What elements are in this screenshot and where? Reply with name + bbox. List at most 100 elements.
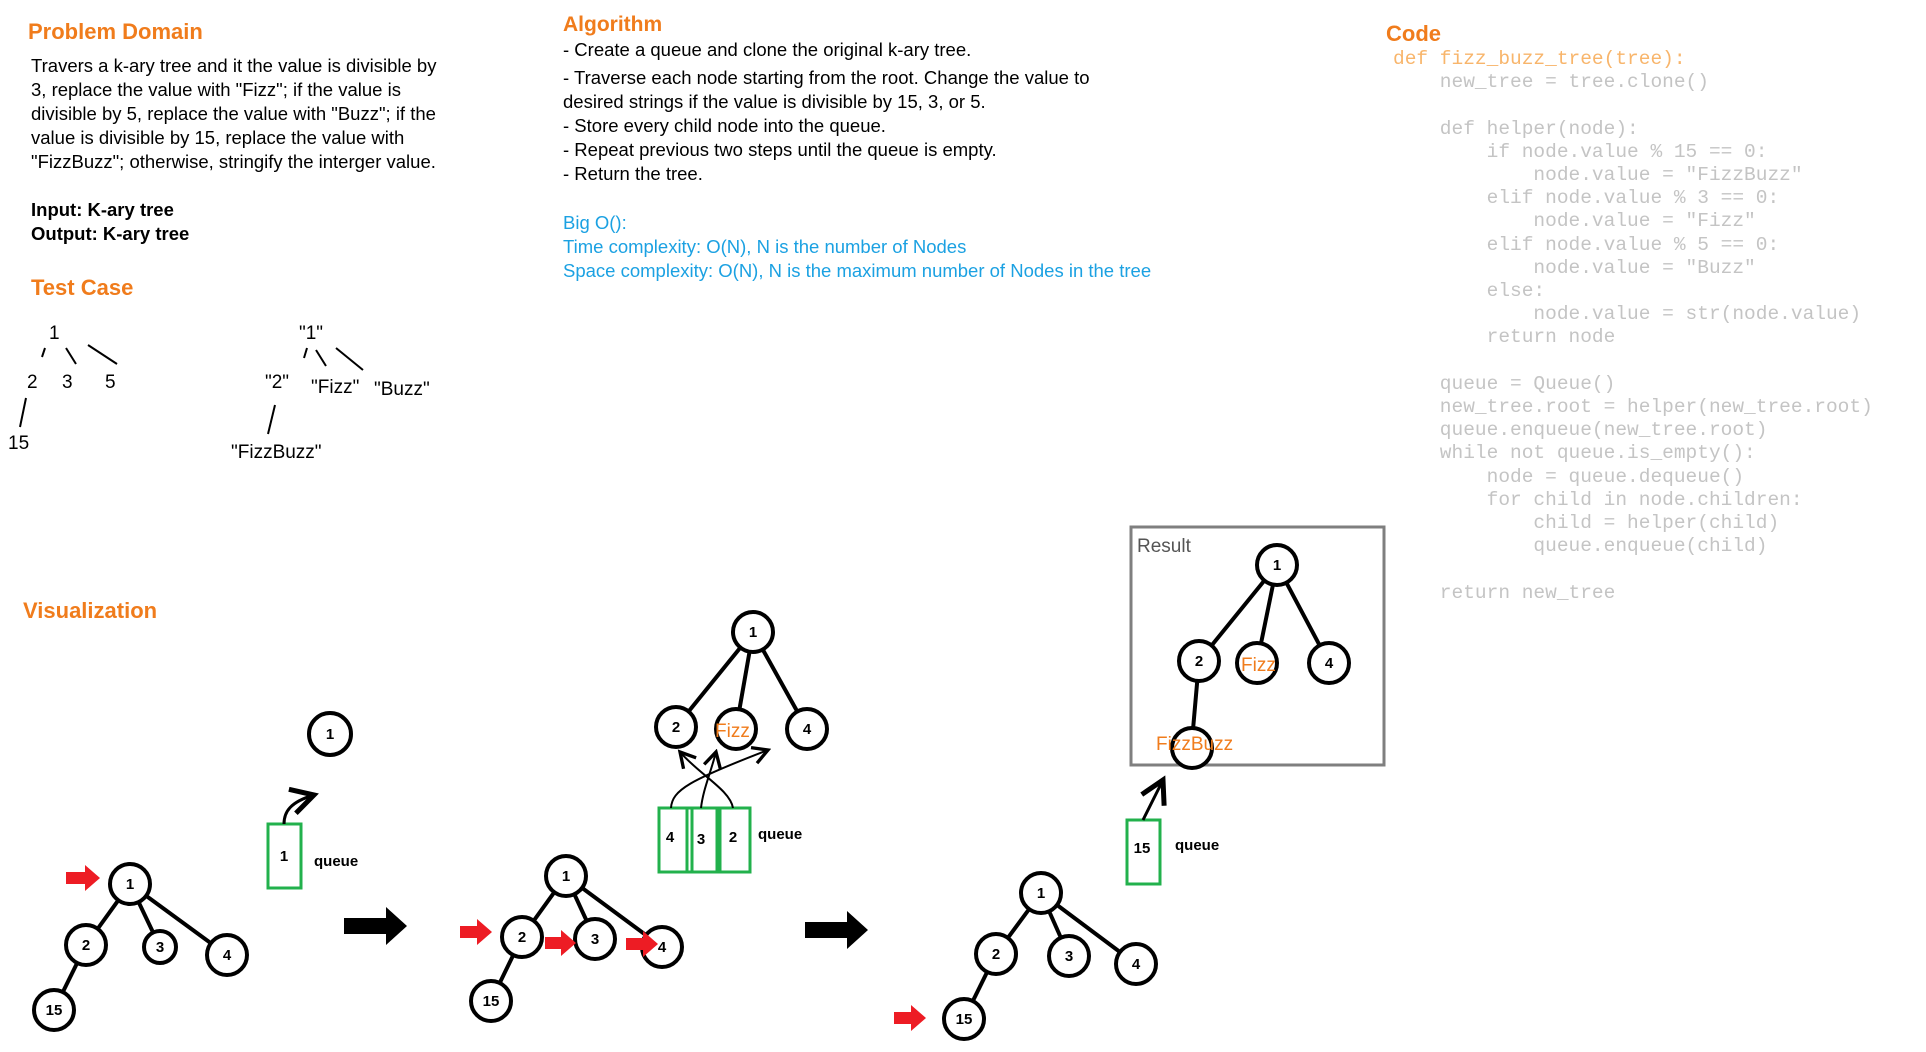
step2-top-node-1: 1: [731, 610, 775, 654]
queue-box: [657, 806, 694, 874]
result-node-fizzbuzz: [1170, 726, 1214, 770]
code-line: new_tree = tree.clone(): [1393, 71, 1709, 94]
step1-root-copy: 1: [307, 711, 353, 757]
code-line: node.value = "Buzz": [1393, 256, 1756, 279]
problem-line: 3, replace the value with "Fizz"; if the…: [31, 79, 401, 100]
test-node-5: 5: [105, 372, 116, 393]
svg-text:2: 2: [1195, 653, 1203, 670]
queue-box: [685, 806, 722, 874]
step3-node-2: 2: [974, 932, 1018, 976]
red-pointer-arrow: [460, 919, 492, 945]
code-line: def fizz_buzz_tree(tree):: [1393, 48, 1686, 70]
result-tree: 1 2 4: [1170, 543, 1351, 770]
svg-text:1: 1: [562, 868, 570, 885]
step2-result-tree: 1 2 4: [654, 610, 829, 751]
step2-node-2: 2: [500, 915, 544, 959]
step1-node-2: 2: [64, 923, 108, 967]
enqueue-arrow: [680, 752, 734, 809]
queue-label: queue: [758, 826, 802, 843]
test-case-heading: Test Case: [31, 275, 134, 300]
queue-item: 2: [729, 829, 737, 846]
svg-text:1: 1: [1037, 885, 1045, 902]
svg-text:15: 15: [46, 1002, 63, 1019]
red-pointer-arrow: [545, 930, 576, 956]
problem-description: Travers a k-ary tree and it the value is…: [31, 54, 436, 174]
code-heading: Code: [1386, 21, 1441, 46]
enqueue-arrow: [700, 752, 716, 809]
step2-top-node-2: 2: [654, 705, 698, 749]
code-line: return new_tree: [1393, 581, 1616, 604]
step1-node-15: 15: [32, 988, 76, 1032]
problem-line: divisible by 5, replace the value with "…: [31, 103, 436, 124]
step2-node-3: 3: [573, 917, 617, 961]
code-line: def helper(node):: [1393, 117, 1639, 140]
code-block: def fizz_buzz_tree(tree): new_tree = tre…: [1393, 48, 1873, 605]
queue-item: 4: [666, 829, 675, 846]
test-out-node-fizzbuzz: "FizzBuzz": [231, 442, 322, 463]
code-line: queue.enqueue(new_tree.root): [1393, 419, 1768, 442]
svg-text:3: 3: [591, 931, 599, 948]
code-line: elif node.value % 3 == 0:: [1393, 187, 1780, 210]
problem-line: "FizzBuzz"; otherwise, stringify the int…: [31, 151, 436, 172]
visualization-heading: Visualization: [23, 598, 158, 623]
code-line: for child in node.children:: [1393, 488, 1803, 511]
algorithm-step: - Traverse each node starting from the r…: [563, 67, 1090, 88]
code-line: node = queue.dequeue(): [1393, 465, 1745, 488]
algorithm-step: - Return the tree.: [563, 163, 703, 184]
code-line: node.value = str(node.value): [1393, 303, 1862, 326]
svg-text:15: 15: [483, 993, 500, 1010]
queue-item: 3: [697, 831, 705, 848]
svg-text:2: 2: [82, 937, 90, 954]
step3-node-1: 1: [1019, 871, 1063, 915]
svg-text:2: 2: [518, 929, 526, 946]
result-box: [1129, 525, 1386, 767]
step2-node-15: 15: [469, 979, 513, 1023]
svg-text:1: 1: [326, 726, 334, 743]
algorithm-step: - Repeat previous two steps until the qu…: [563, 139, 997, 160]
red-pointer-arrow: [66, 865, 100, 891]
test-out-node-2: "2": [265, 372, 289, 393]
queue-item: 15: [1134, 840, 1151, 857]
red-pointer-arrow: [894, 1005, 926, 1031]
code-line: node.value = "Fizz": [1393, 210, 1756, 233]
step-arrow-icon: [805, 911, 868, 949]
code-line: if node.value % 15 == 0:: [1393, 140, 1768, 163]
step1-node-4: 4: [205, 933, 249, 977]
test-node-15: 15: [8, 433, 29, 454]
step3-node-3: 3: [1047, 934, 1091, 978]
fizz-label: Fizz: [715, 721, 750, 742]
test-tree-output: "1" "2" "Fizz" "Buzz" "FizzBuzz": [231, 323, 430, 463]
code-line: while not queue.is_empty():: [1393, 442, 1756, 465]
svg-text:3: 3: [1065, 948, 1073, 965]
step3-node-4: 4: [1114, 942, 1158, 986]
test-tree-input: 1 2 3 5 15: [8, 323, 118, 454]
code-line: else:: [1393, 280, 1546, 303]
queue-label: queue: [1175, 837, 1219, 854]
step2-top-node-4: 4: [785, 707, 829, 751]
enqueue-arrow: [282, 795, 314, 825]
step3: 1 2 3 4 15: [942, 871, 1158, 1041]
svg-text:4: 4: [803, 721, 812, 738]
step2-node-1: 1: [544, 854, 588, 898]
complexity-section: Big O(): Time complexity: O(N), N is the…: [563, 211, 1151, 283]
test-out-node-fizz: "Fizz": [311, 377, 359, 398]
svg-text:4: 4: [223, 947, 232, 964]
svg-text:1: 1: [126, 876, 134, 893]
algorithm-steps: - Create a queue and clone the original …: [563, 38, 1090, 186]
algorithm-step: desired strings if the value is divisibl…: [563, 91, 986, 112]
svg-text:1: 1: [749, 624, 757, 641]
time-complexity: Time complexity: O(N), N is the number o…: [563, 236, 967, 257]
problem-line: Travers a k-ary tree and it the value is…: [31, 55, 437, 76]
step-arrow-icon: [344, 907, 407, 945]
bigo-title: Big O():: [563, 212, 627, 233]
red-pointer-arrow: [626, 931, 658, 957]
fizzbuzz-label: FizzBuzz: [1156, 734, 1233, 755]
step3-node-15: 15: [942, 997, 986, 1041]
result-node-4: 4: [1307, 641, 1351, 685]
svg-text:4: 4: [1325, 655, 1334, 672]
problem-line: value is divisible by 15, replace the va…: [31, 127, 405, 148]
algorithm-step: - Create a queue and clone the original …: [563, 39, 972, 60]
svg-text:3: 3: [156, 939, 164, 956]
algorithm-heading: Algorithm: [563, 13, 663, 36]
